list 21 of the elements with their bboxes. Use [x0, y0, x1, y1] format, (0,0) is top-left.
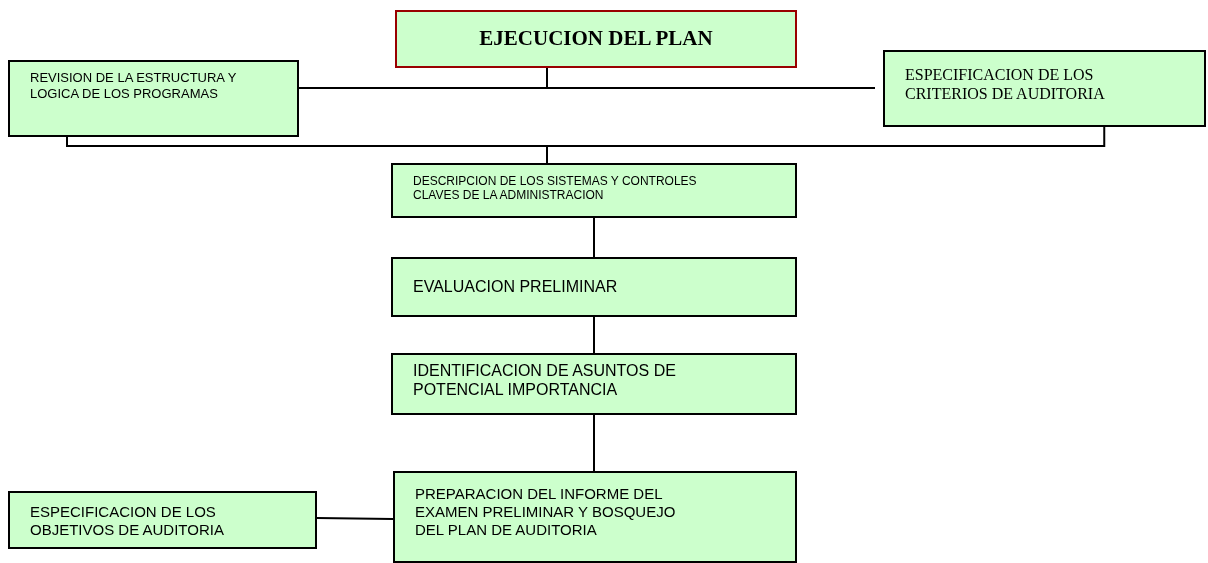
process-box: [391, 353, 797, 415]
box-label: REVISION DE LA ESTRUCTURA Y LOGICA DE LOS PROGRAMAS: [30, 70, 238, 102]
box-label: IDENTIFICACION DE ASUNTOS DE POTENCIAL IMPORTANCIA: [413, 361, 677, 400]
process-box: [8, 491, 317, 549]
process-box: [883, 50, 1206, 127]
box-label: ESPECIFICACION DE LOS OBJETIVOS DE AUDITORIA: [30, 503, 225, 539]
process-box: [391, 257, 797, 317]
process-box: [395, 10, 797, 68]
connector-line: [593, 217, 595, 258]
box-label: EJECUCION DEL PLAN: [478, 26, 714, 52]
box-label: PREPARACION DEL INFORME DEL EXAMEN PRELIMINAR Y BOSQUEJO DEL PLAN DE AUDITORIA: [415, 485, 677, 539]
connector-line: [546, 67, 876, 89]
process-box: [391, 163, 797, 218]
box-label: ESPECIFICACION DE LOS CRITERIOS DE AUDITORIA: [905, 65, 1106, 104]
box-label: EVALUACION PRELIMINAR: [413, 277, 619, 297]
connector-line: [593, 316, 595, 354]
process-box: [393, 471, 797, 563]
connector-line: [316, 517, 394, 520]
connector-line: [593, 414, 595, 472]
process-box: [8, 60, 299, 137]
box-label: DESCRIPCION DE LOS SISTEMAS Y CONTROLES CLAVES DE LA ADMINISTRACION: [413, 174, 698, 203]
